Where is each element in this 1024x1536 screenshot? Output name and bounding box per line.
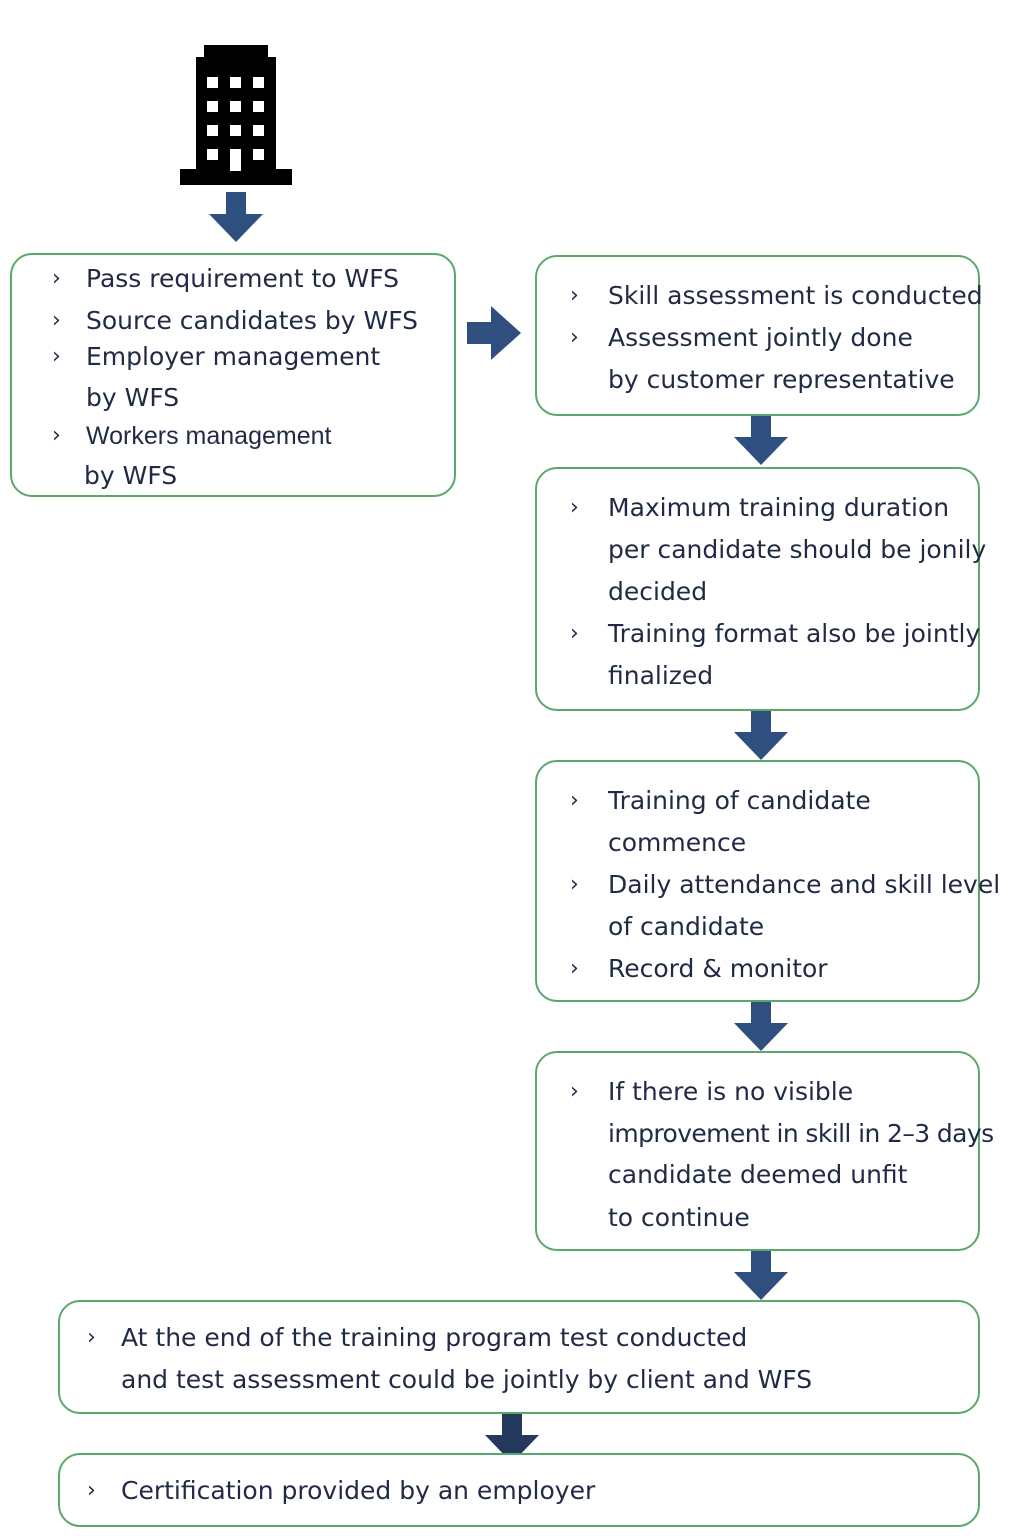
chevron-right-icon: › [570,283,579,308]
box1-item4-line2: by WFS [84,461,178,490]
box-training-duration: › Maximum training duration per candidat… [535,467,986,711]
chevron-right-icon: › [570,788,579,813]
box1-item3-line1: Employer management [86,342,381,371]
box5-item1-line3: candidate deemed unfit [608,1160,908,1189]
box7-item1-line1: Certification provided by an employer [121,1476,596,1505]
box4-item1-line2: commence [608,828,747,857]
arrow-right-icon [467,306,521,360]
building-icon [180,45,292,185]
chevron-right-icon: › [52,423,61,448]
arrow-down-icon [209,192,263,242]
chevron-right-icon: › [570,956,579,981]
box3-item2-line1: Training format also be jointly [608,619,981,648]
box-training-commence: › Training of candidate commence › Daily… [535,760,1000,1002]
box1-item3-line2: by WFS [86,383,180,412]
box-skill-assessment: › Skill assessment is conducted › Assess… [535,255,983,416]
chevron-right-icon: › [87,1325,96,1350]
chevron-right-icon: › [570,872,579,897]
arrow-down-icon [734,1001,788,1051]
box2-item2-line2: by customer representative [608,365,955,394]
box4-item2-line2: of candidate [608,912,765,941]
box1-item1-line1: Pass requirement to WFS [86,264,400,293]
box3-item1-line3: decided [608,577,708,606]
box3-item1-line2: per candidate should be jonily [608,535,987,564]
chevron-right-icon: › [570,495,579,520]
box-requirement-sourcing: › Pass requirement to WFS › Source candi… [10,253,456,497]
box4-item1-line1: Training of candidate [608,786,871,815]
chevron-right-icon: › [52,308,61,333]
box6-item1-line2: and test assessment could be jointly by … [121,1365,813,1394]
box6-item1-line1: At the end of the training program test … [121,1323,748,1352]
box3-item2-line2: finalized [608,661,714,690]
box3-item1-line1: Maximum training duration [608,493,950,522]
chevron-right-icon: › [87,1478,96,1503]
arrow-down-icon [734,1250,788,1300]
box1-item4-line1: Workers management [86,422,332,450]
box-certification: › Certification provided by an employer [58,1453,980,1527]
chevron-right-icon: › [570,325,579,350]
box-final-test: › At the end of the training program tes… [58,1300,980,1414]
chevron-right-icon: › [52,344,61,369]
chevron-right-icon: › [570,1079,579,1104]
arrow-down-icon [485,1413,539,1463]
chevron-right-icon: › [570,621,579,646]
box2-item2-line1: Assessment jointly done [608,323,913,352]
box5-item1-line2: improvement in skill in 2–3 days [608,1119,994,1148]
box5-item1-line4: to continue [608,1203,750,1232]
box1-item2-line1: Source candidates by WFS [86,306,419,335]
box4-item3-line1: Record & monitor [608,954,828,983]
box2-item1-line1: Skill assessment is conducted [608,281,983,310]
arrow-down-icon [734,710,788,760]
box4-item2-line1: Daily attendance and skill level [608,870,1001,899]
arrow-down-icon [734,415,788,465]
chevron-right-icon: › [52,266,61,291]
box-unfit-candidate: › If there is no visible improvement in … [535,1051,994,1251]
box5-item1-line1: If there is no visible [608,1077,854,1106]
